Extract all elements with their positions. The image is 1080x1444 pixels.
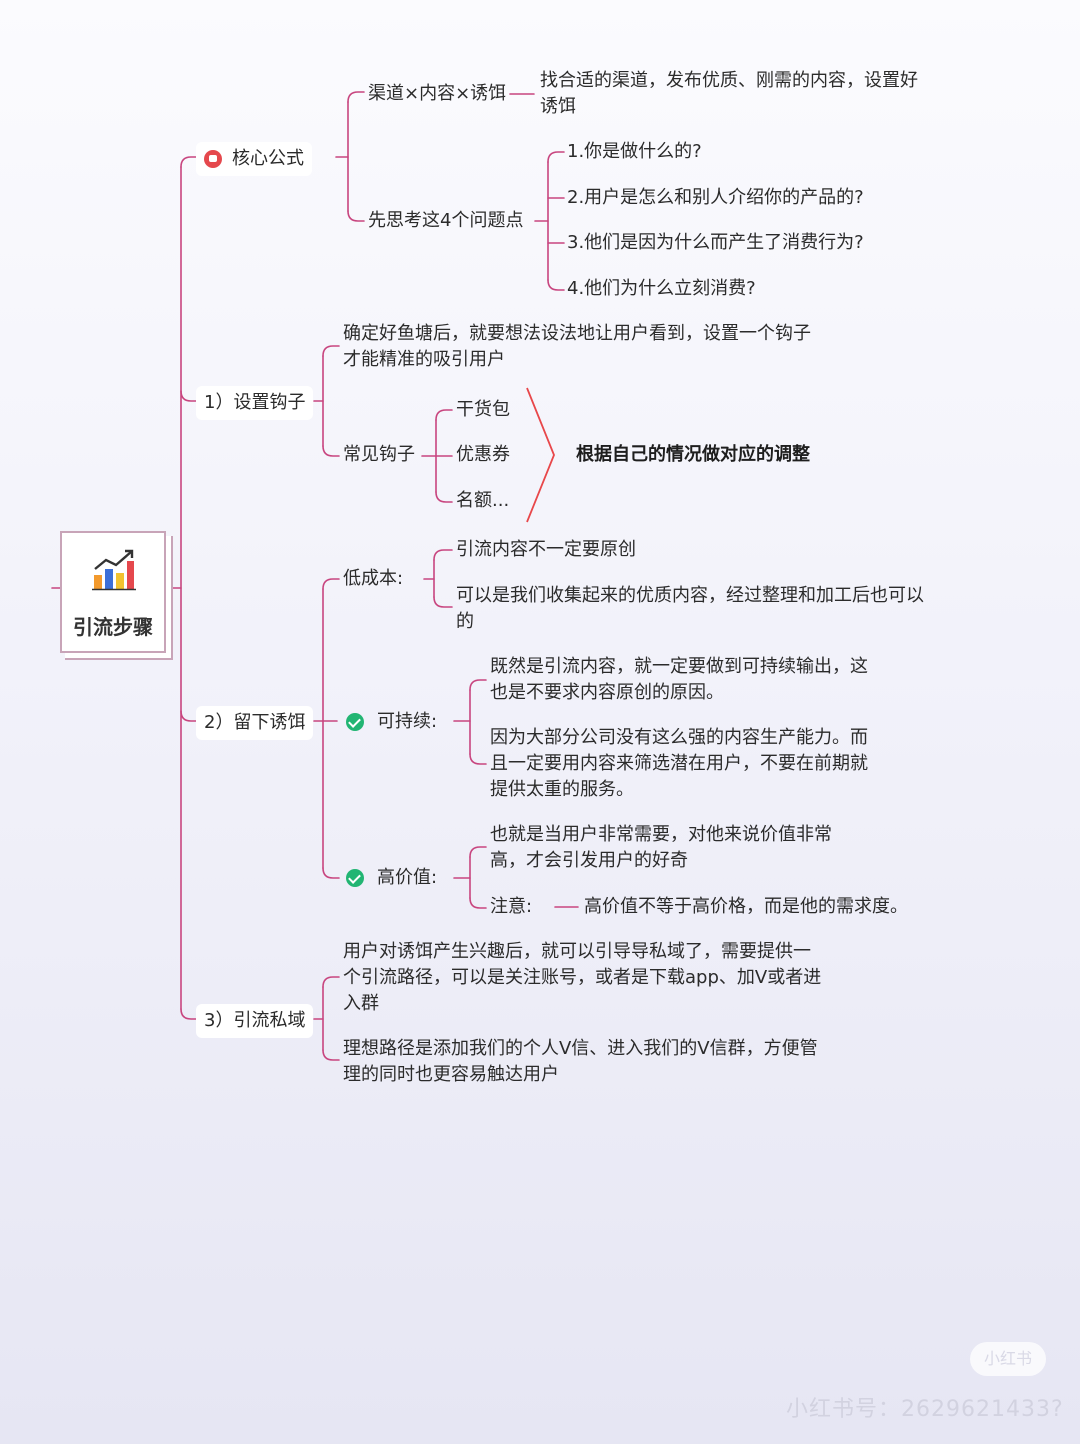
sustain-label[interactable]: 可持续: xyxy=(377,711,438,732)
bar-chart-icon xyxy=(92,549,136,591)
adjust-note: 根据自己的情况做对应的调整 xyxy=(576,444,810,465)
root-node[interactable]: 引流步骤 xyxy=(60,531,166,653)
check-icon xyxy=(346,869,364,887)
branch-core-formula-label: 核心公式 xyxy=(232,148,304,169)
note-text: 高价值不等于高价格，而是他的需求度。 xyxy=(584,896,908,917)
sustain-item: 因为大部分公司没有这么强的内容生产能力。而且一定要用内容来筛选潜在用户，不要在前… xyxy=(490,727,868,800)
question-item: 2.用户是怎么和别人介绍你的产品的? xyxy=(567,187,864,208)
branch-core-formula[interactable]: 核心公式 xyxy=(196,142,312,176)
branch-leave-bait[interactable]: 2）留下诱饵 xyxy=(196,706,314,740)
formula-think[interactable]: 先思考这4个问题点 xyxy=(368,210,524,231)
private-domain-item: 用户对诱饵产生兴趣后，就可以引导导私域了，需要提供一个引流路径，可以是关注账号，… xyxy=(343,941,822,1014)
question-item: 1.你是做什么的? xyxy=(567,141,702,162)
root-title: 引流步骤 xyxy=(73,615,153,639)
watermark-id: 小红书号：2629621433? xyxy=(786,1397,1064,1422)
hook-item: 名额... xyxy=(456,490,510,511)
branch-private-domain[interactable]: 3）引流私域 xyxy=(196,1004,314,1038)
formula-channel-desc: 找合适的渠道，发布优质、刚需的内容，设置好诱饵 xyxy=(540,70,918,117)
low-cost-item: 可以是我们收集起来的优质内容，经过整理和加工后也可以的 xyxy=(456,585,924,632)
branch-set-hook[interactable]: 1）设置钩子 xyxy=(196,386,314,420)
common-hooks[interactable]: 常见钩子 xyxy=(343,444,415,465)
formula-channel[interactable]: 渠道×内容×诱饵 xyxy=(368,83,507,104)
hook-desc: 确定好鱼塘后，就要想法设法地让用户看到，设置一个钩子才能精准的吸引用户 xyxy=(343,323,811,370)
low-cost-label[interactable]: 低成本: xyxy=(343,568,404,589)
hook-item: 优惠券 xyxy=(456,444,510,465)
high-value-desc: 也就是当用户非常需要，对他来说价值非常高，才会引发用户的好奇 xyxy=(490,824,832,871)
high-value-label[interactable]: 高价值: xyxy=(377,867,438,888)
hook-item: 干货包 xyxy=(456,399,510,420)
private-domain-item: 理想路径是添加我们的个人V信、进入我们的V信群，方便管理的同时也更容易触达用户 xyxy=(343,1038,818,1085)
thumbs-up-icon xyxy=(204,150,222,168)
check-icon xyxy=(346,713,364,731)
watermark-badge: 小红书 xyxy=(970,1342,1046,1376)
low-cost-item: 引流内容不一定要原创 xyxy=(456,539,636,560)
note-label: 注意: xyxy=(490,896,533,917)
question-item: 3.他们是因为什么而产生了消费行为? xyxy=(567,232,864,253)
sustain-item: 既然是引流内容，就一定要做到可持续输出，这也是不要求内容原创的原因。 xyxy=(490,656,868,703)
question-item: 4.他们为什么立刻消费? xyxy=(567,278,756,299)
